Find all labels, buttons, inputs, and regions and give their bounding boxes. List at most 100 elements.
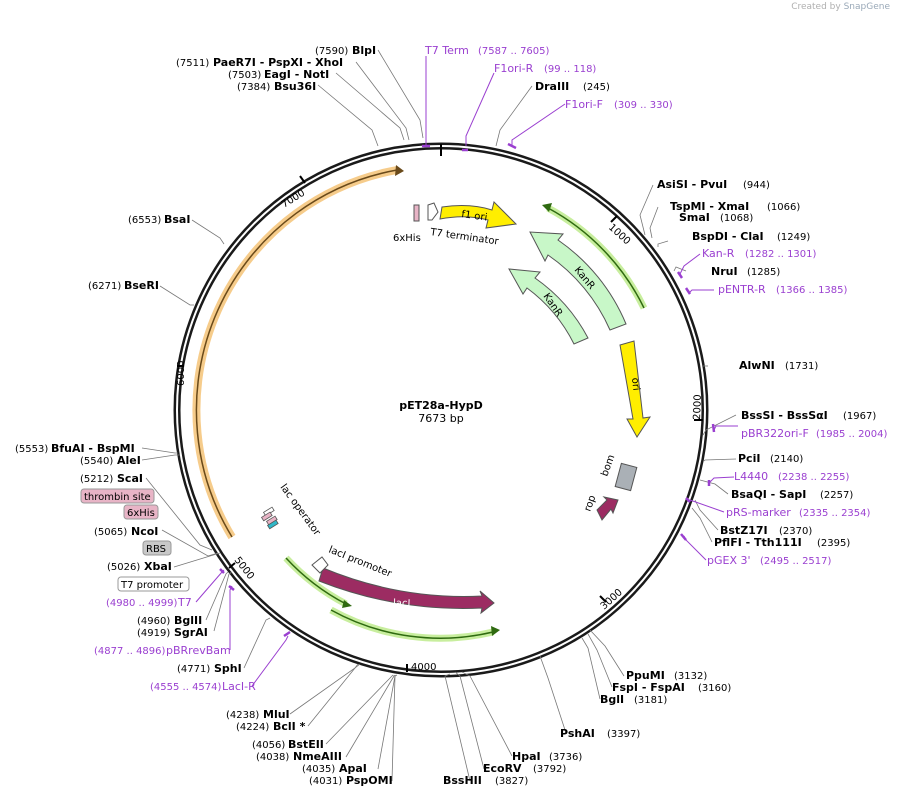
enzyme-alei[interactable]: (5540)AleI — [80, 454, 141, 467]
enzyme-bsai[interactable]: (6553)BsaI — [128, 213, 190, 226]
enzyme-pflfi-tth111i[interactable]: PflFI - Tth111I(2395) — [714, 536, 850, 549]
enzyme-sgrai[interactable]: (4919)SgrAI — [137, 626, 208, 639]
primer-pbr322ori-f[interactable]: pBR322ori-F(1985 .. 2004) — [741, 427, 888, 440]
enzyme-bglii[interactable]: (4960)BglII — [137, 614, 202, 627]
kanr-feature-1[interactable]: KanR — [529, 231, 627, 331]
svg-text:LacI-R: LacI-R — [222, 680, 256, 693]
enzyme-bsteii[interactable]: (4056)BstEII — [252, 738, 324, 751]
enzyme-ecorv[interactable]: EcoRV(3792) — [483, 762, 566, 775]
enzyme-bsssi[interactable]: BssSI - BssSαI(1967) — [741, 409, 876, 422]
primer-laci-r[interactable]: (4555 .. 4574)LacI-R — [150, 680, 256, 693]
enzyme-apai[interactable]: (4035)ApaI — [302, 762, 367, 775]
svg-text:(1068): (1068) — [720, 213, 753, 224]
svg-text:(2370): (2370) — [779, 526, 812, 537]
lac-operator-feature[interactable]: lac operator — [260, 482, 323, 539]
tick-4000: 4000 — [411, 662, 436, 673]
enzyme-pspomi[interactable]: (4031)PspOMI — [309, 774, 393, 787]
rop-feature[interactable]: rop — [582, 494, 619, 521]
t7-promoter-label[interactable]: T7 promoter — [117, 576, 190, 592]
svg-text:(3132): (3132) — [674, 671, 707, 682]
enzyme-smai[interactable]: SmaI(1068) — [679, 211, 753, 224]
enzyme-bsu36i[interactable]: (7384)Bsu36I — [237, 80, 316, 93]
enzyme-sphi[interactable]: (4771)SphI — [177, 662, 242, 675]
primer-kan-r[interactable]: Kan-R(1282 .. 1301) — [702, 247, 817, 260]
svg-text:(3827): (3827) — [495, 776, 528, 787]
enzyme-nmeaiii[interactable]: (4038)NmeAIII — [256, 750, 342, 763]
enzyme-srui[interactable]: NruI(1285) — [711, 265, 780, 278]
insert-orf[interactable] — [192, 165, 404, 540]
enzyme-paer7i-pspxi-xhoi[interactable]: (7511)PaeR7I - PspXI - XhoI — [176, 56, 343, 69]
enzyme-bsaqi-sapi[interactable]: BsaQI - SapI(2257) — [731, 488, 853, 501]
enzyme-bsshii[interactable]: BssHII(3827) — [443, 774, 528, 787]
svg-text:Bsu36I: Bsu36I — [274, 80, 316, 93]
svg-text:DraIII: DraIII — [535, 80, 569, 93]
enzyme-bcli[interactable]: (4224)BclI * — [236, 720, 306, 733]
laci-orf-arc-1[interactable] — [283, 555, 352, 608]
enzyme-ncoi[interactable]: (5065)NcoI — [94, 525, 158, 538]
enzyme-hpai[interactable]: HpaI(3736) — [512, 750, 582, 763]
enzyme-draiii[interactable]: DraIII(245) — [535, 80, 610, 93]
enzyme-labels: AsiSI - PvuI(944) TspMI - XmaI(1066) Sma… — [15, 44, 876, 787]
svg-text:EagI - NotI: EagI - NotI — [264, 68, 329, 81]
his6-top-feature[interactable]: 6xHis — [393, 204, 421, 244]
enzyme-alwni[interactable]: AlwNI(1731) — [739, 359, 818, 372]
enzyme-eagi-noti[interactable]: (7503)EagI - NotI — [228, 68, 329, 81]
svg-text:Kan-R: Kan-R — [702, 247, 735, 260]
primer-t7[interactable]: (4980 .. 4999)T7 — [106, 596, 192, 609]
primer-f1ori-r[interactable]: F1ori-R(99 .. 118) — [494, 62, 596, 75]
kanr-feature-2[interactable]: KanR — [508, 268, 589, 345]
enzyme-bgli[interactable]: BglI(3181) — [600, 693, 667, 706]
primer-l4440[interactable]: L4440(2238 .. 2255) — [734, 470, 850, 483]
svg-text:(4035): (4035) — [302, 764, 335, 775]
enzyme-xbai[interactable]: (5026)XbaI — [107, 560, 172, 573]
rbs-label[interactable]: RBS — [142, 540, 172, 556]
svg-text:RBS: RBS — [146, 544, 166, 555]
enzyme-bstz17i[interactable]: BstZ17I(2370) — [720, 524, 812, 537]
svg-text:BssSI - BssSαI: BssSI - BssSαI — [741, 409, 828, 422]
primer-f1ori-f[interactable]: F1ori-F(309 .. 330) — [565, 98, 673, 111]
svg-text:(3160): (3160) — [698, 683, 731, 694]
enzyme-tspmi-xmai[interactable]: TspMI - XmaI(1066) — [670, 200, 800, 213]
svg-text:(3736): (3736) — [549, 752, 582, 763]
svg-text:pRS-marker: pRS-marker — [726, 506, 791, 519]
svg-text:pBRrevBam: pBRrevBam — [166, 644, 231, 657]
bom-label: bom — [599, 453, 617, 478]
enzyme-blpi[interactable]: (7590)BlpI — [315, 44, 376, 57]
his6-left-label[interactable]: 6xHis — [123, 504, 159, 520]
svg-text:PflFI - Tth111I: PflFI - Tth111I — [714, 536, 802, 549]
laci-orf-arc-2[interactable] — [329, 606, 500, 642]
primer-prs-marker[interactable]: pRS-marker(2335 .. 2354) — [726, 506, 871, 519]
svg-text:(1985 .. 2004): (1985 .. 2004) — [816, 429, 888, 440]
svg-text:(4038): (4038) — [256, 752, 289, 763]
enzyme-mlui[interactable]: (4238)MluI — [226, 708, 290, 721]
primer-pgex3[interactable]: pGEX 3'(2495 .. 2517) — [707, 554, 832, 567]
enzyme-bfuai-bspmi[interactable]: (5553)BfuAI - BspMI — [15, 442, 135, 455]
enzyme-bseri[interactable]: (6271)BseRI — [88, 279, 159, 292]
enzyme-bspdi-clai[interactable]: BspDI - ClaI(1249) — [692, 230, 810, 243]
thrombin-site-label[interactable]: thrombin site — [80, 488, 155, 504]
boxed-feature-labels: thrombin site 6xHis RBS T7 promoter — [80, 488, 190, 592]
svg-text:(4224): (4224) — [236, 722, 269, 733]
svg-text:AlwNI: AlwNI — [739, 359, 775, 372]
enzyme-fspi-fspai[interactable]: FspI - FspAI(3160) — [612, 681, 731, 694]
svg-text:(99 .. 118): (99 .. 118) — [544, 64, 596, 75]
enzyme-ppumi[interactable]: PpuMI(3132) — [626, 669, 707, 682]
primer-t7-term[interactable]: T7 Term(7587 .. 7605) — [424, 44, 550, 57]
enzyme-asisi-pvui[interactable]: AsiSI - PvuI(944) — [657, 178, 770, 191]
svg-text:XbaI: XbaI — [144, 560, 172, 573]
ori-feature[interactable]: ori — [619, 340, 652, 438]
enzyme-pshai[interactable]: PshAI(3397) — [560, 727, 640, 740]
svg-text:(5553): (5553) — [15, 444, 48, 455]
svg-text:BglII: BglII — [174, 614, 202, 627]
primer-pbrrevbam[interactable]: (4877 .. 4896)pBRrevBam — [94, 644, 231, 657]
svg-text:SphI: SphI — [214, 662, 242, 675]
bom-feature[interactable]: bom — [599, 453, 638, 492]
enzyme-scai[interactable]: (5212)ScaI — [80, 472, 143, 485]
laci-feature[interactable]: lacI — [318, 567, 495, 615]
f1-ori-feature[interactable]: f1 ori — [439, 201, 518, 229]
primer-pentr-r[interactable]: pENTR-R(1366 .. 1385) — [718, 283, 848, 296]
enzyme-pcii[interactable]: PciI(2140) — [738, 452, 803, 465]
kanr-orf-arc[interactable] — [542, 203, 648, 310]
svg-text:(7587 .. 7605): (7587 .. 7605) — [478, 46, 550, 57]
